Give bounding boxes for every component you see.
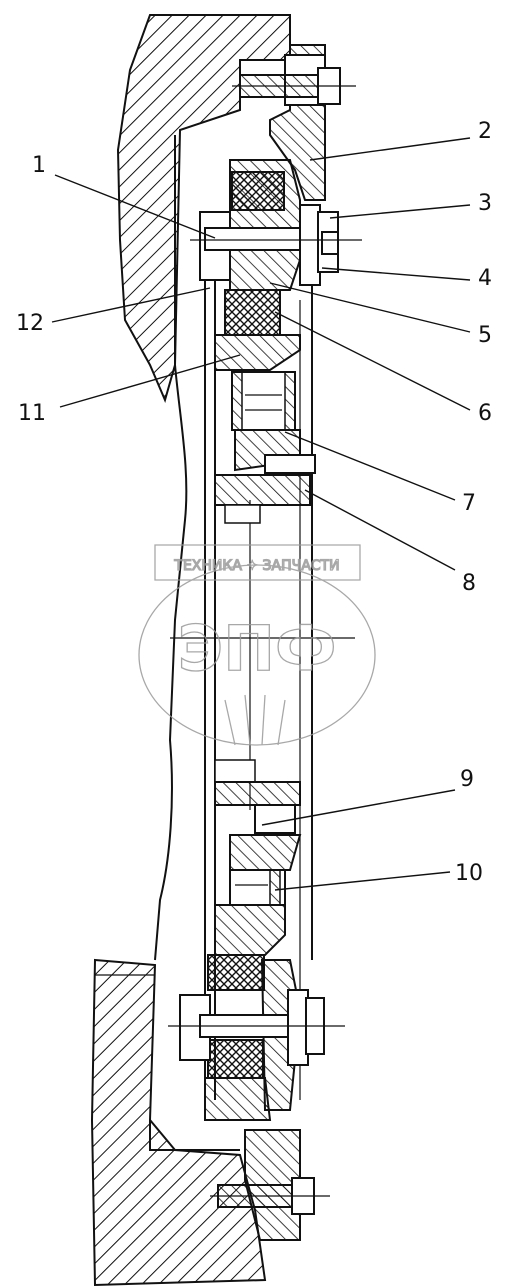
callout-6: 6 <box>478 401 492 426</box>
callout-4: 4 <box>478 266 492 291</box>
callout-2: 2 <box>478 119 492 144</box>
callout-12: 12 <box>16 311 44 336</box>
watermark-main-text: ЭПФ <box>178 612 337 685</box>
lower-spring <box>229 869 286 906</box>
callouts: 1 2 3 4 5 6 7 8 9 10 11 12 <box>16 119 492 886</box>
top-bolt <box>232 67 356 105</box>
leader-lines <box>51 137 471 891</box>
callout-1: 1 <box>32 153 46 178</box>
callout-11: 11 <box>18 401 46 426</box>
upper-spring <box>231 371 296 431</box>
lower-rivet-bolt <box>168 989 345 1066</box>
callout-3: 3 <box>478 191 492 216</box>
lower-friction-pack <box>204 904 302 1121</box>
callout-7: 7 <box>462 491 476 516</box>
hub-upper <box>214 429 316 524</box>
watermark-top-text: ТЕХНИКА ✦ ЗАПЧАСТИ <box>173 558 339 574</box>
upper-friction-pack <box>214 159 301 371</box>
callout-5: 5 <box>478 323 492 348</box>
upper-rivet-bolt <box>190 204 362 286</box>
housing-lower <box>90 958 267 1287</box>
housing-inner-contour <box>149 135 240 1151</box>
hub-lower <box>214 759 302 871</box>
housing-upper <box>116 14 291 403</box>
watermark: ТЕХНИКА ✦ ЗАПЧАСТИ ЭПФ <box>138 544 376 746</box>
callout-9: 9 <box>460 767 474 792</box>
callout-10: 10 <box>455 861 483 886</box>
bottom-bolt <box>210 1177 330 1215</box>
callout-8: 8 <box>462 571 476 596</box>
